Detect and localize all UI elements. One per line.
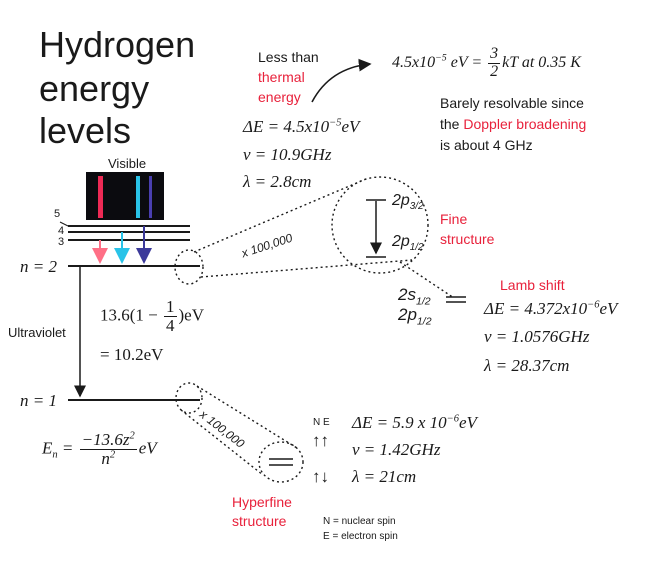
lamb-shift-label: Lamb shift [500, 277, 565, 293]
label-n1: n = 1 [20, 391, 57, 410]
hyperfine-levels [269, 458, 293, 466]
hyperfine-label-1: Hyperfine [232, 494, 292, 510]
antiparallel-spins-arrows: ↑↓ [312, 467, 329, 486]
fine-structure-circle [331, 176, 429, 274]
hyperfine-delta-e: ΔE = 5.9 x 10−6eV [352, 413, 477, 432]
thermal-note-line-2: thermal [258, 69, 305, 85]
energy-levels [59, 221, 200, 401]
label-n4: 4 [58, 225, 65, 237]
label-2p32: 2p3/2 [392, 192, 424, 213]
doppler-note-line-2: the Doppler broadening [440, 116, 587, 132]
spin-header: N E [313, 417, 330, 428]
label-lamb-2p12: 2p1/2 [398, 305, 432, 328]
balmer-transitions [92, 226, 152, 264]
doppler-note-line-3: is about 4 GHz [440, 137, 533, 153]
lamb-delta-e: ΔE = 4.372x10−6eV [484, 299, 618, 318]
hyperfine-frequency: ν = 1.42GHz [352, 440, 441, 459]
hyperfine-wavelength: λ = 21cm [352, 467, 417, 486]
parallel-spins-arrows: ↑↑ [312, 431, 329, 450]
fine-frequency: ν = 10.9GHz [243, 145, 332, 164]
magnifier-callouts [174, 176, 455, 483]
zoom-connector-lower [200, 259, 413, 278]
title-line-2: energy [39, 68, 150, 109]
label-n3: 3 [58, 236, 65, 248]
hyperfine-label-2: structure [232, 513, 287, 529]
lamb-connector [399, 261, 455, 299]
label-2p12: 2p1/2 [392, 233, 424, 254]
lamb-wavelength: λ = 28.37cm [484, 356, 570, 375]
title-line-3: levels [39, 110, 132, 151]
legend-electron-spin: E = electron spin [323, 531, 398, 542]
n1-zoom-circle [175, 382, 203, 414]
thermal-note-line-1: Less than [258, 49, 319, 65]
fine-wavelength: λ = 2.8cm [243, 172, 312, 191]
n2-zoom-circle [174, 249, 204, 285]
level-n5-leader [59, 221, 69, 227]
label-2s12: 2s1/2 [398, 285, 431, 308]
fine-structure-label-1: Fine [440, 211, 468, 227]
thermal-note-line-3: energy [258, 89, 301, 105]
thermal-curved-arrow [311, 58, 372, 103]
zoom-connector-upper [193, 178, 367, 253]
hyperfine-circle [258, 441, 304, 483]
fine-structure-levels [366, 199, 386, 258]
label-n5: 5 [54, 208, 61, 220]
lamb-shift-levels [446, 296, 466, 303]
visible-spectrum [86, 172, 164, 220]
label-n2: n = 2 [20, 257, 57, 276]
transition-energy-result: = 10.2eV [100, 345, 164, 364]
title-line-1: Hydrogen [39, 24, 196, 65]
ultraviolet-label: Ultraviolet [8, 325, 66, 340]
visible-label: Visible [108, 156, 147, 171]
legend-nuclear-spin: N = nuclear spin [323, 516, 396, 527]
lamb-frequency: ν = 1.0576GHz [484, 327, 590, 346]
doppler-note-line-1: Barely resolvable since [440, 95, 584, 111]
fine-structure-label-2: structure [440, 231, 495, 247]
fine-delta-e: ΔE = 4.5x10−5eV [243, 117, 360, 136]
